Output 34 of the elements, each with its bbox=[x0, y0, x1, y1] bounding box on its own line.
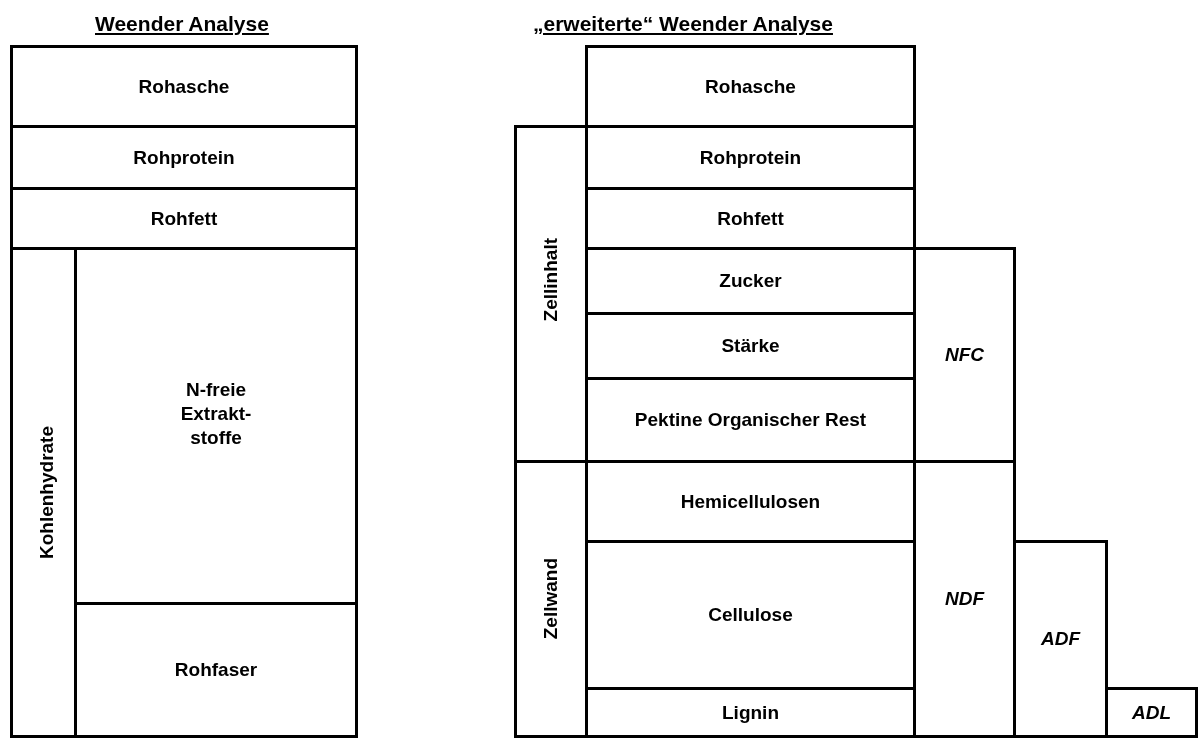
component-label: Hemicellulosen bbox=[680, 489, 821, 514]
component-box bbox=[585, 45, 916, 128]
component-label: Cellulose bbox=[708, 603, 793, 627]
component-label: Rohprotein bbox=[133, 145, 235, 170]
component-label: ADF bbox=[1040, 627, 1081, 651]
component-label: Rohfett bbox=[717, 206, 784, 231]
component-label: Zucker bbox=[719, 269, 782, 293]
component-box bbox=[1013, 540, 1108, 738]
component-box bbox=[10, 45, 358, 128]
component-box bbox=[913, 460, 1016, 738]
component-box bbox=[913, 247, 1016, 463]
group-band bbox=[10, 247, 358, 738]
component-box bbox=[1105, 687, 1198, 738]
component-label: Zellinhalt bbox=[539, 238, 563, 322]
component-label: Rohfaser bbox=[174, 658, 258, 682]
group-band bbox=[514, 125, 588, 463]
heading: Weender Analyse bbox=[95, 12, 269, 36]
component-label: Zellwand bbox=[539, 558, 563, 640]
group-band bbox=[514, 460, 588, 738]
component-label: Rohasche bbox=[138, 74, 230, 99]
component-label: Pektine Organischer Rest bbox=[634, 408, 867, 432]
heading: „erweiterte“ Weender Analyse bbox=[533, 12, 833, 36]
component-label: Kohlenhydrate bbox=[35, 426, 58, 559]
component-box bbox=[10, 125, 358, 190]
component-label: NDF bbox=[944, 587, 985, 611]
component-label: ADL bbox=[1131, 700, 1172, 725]
component-label: Stärke bbox=[721, 334, 780, 358]
component-label: Rohfett bbox=[150, 206, 218, 231]
component-label: Rohasche bbox=[705, 74, 796, 99]
component-label: Rohprotein bbox=[699, 145, 802, 170]
component-box bbox=[10, 187, 358, 250]
component-label: N-freie Extrakt- stoffe bbox=[179, 378, 253, 450]
component-label: Lignin bbox=[722, 700, 779, 725]
component-label: NFC bbox=[944, 343, 985, 367]
